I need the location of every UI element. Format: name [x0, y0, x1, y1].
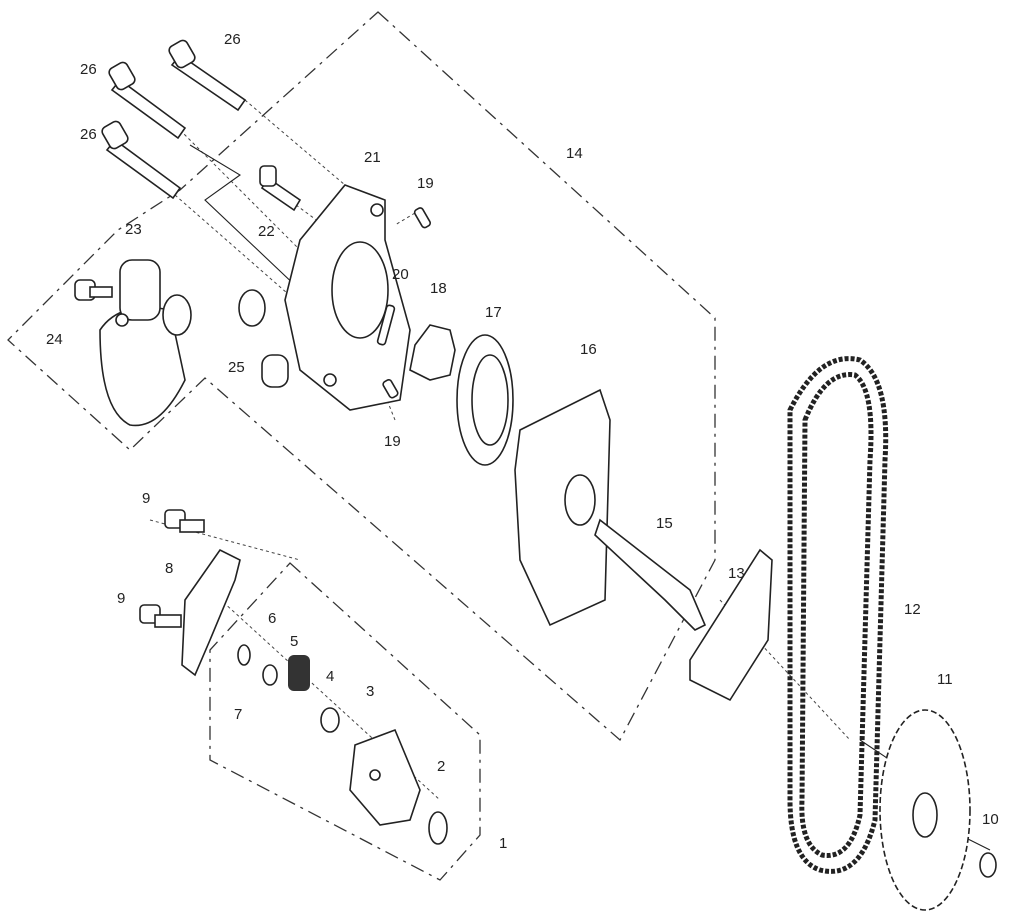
callout-label: 25	[228, 359, 245, 376]
bolt-26	[101, 120, 182, 200]
callout-label: 5	[290, 633, 298, 650]
callout-label: 19	[417, 175, 434, 192]
callout-label: 20	[392, 266, 409, 283]
bolt-9	[164, 509, 205, 533]
callout-label: 14	[566, 145, 583, 162]
relief-valve-3	[349, 728, 421, 826]
callout-label: 10	[982, 811, 999, 828]
plate-13	[689, 548, 773, 702]
oil-strainer-23	[99, 259, 192, 427]
bolt-24	[74, 279, 113, 301]
callout-label: 23	[125, 221, 142, 238]
callout-label: 17	[485, 304, 502, 321]
callout-label: 15	[656, 515, 673, 532]
circlip-7	[237, 644, 251, 666]
callout-label: 26	[80, 61, 97, 78]
outer-rotor-17	[456, 334, 514, 466]
callout-label: 2	[437, 758, 445, 775]
washer-2	[428, 811, 448, 845]
callout-label: 4	[326, 668, 334, 685]
bracket-8	[181, 548, 241, 677]
oring-25	[238, 289, 266, 327]
drive-chain-12	[787, 356, 889, 874]
callout-label: 8	[165, 560, 173, 577]
spring-5	[288, 655, 310, 691]
pump-cover-16	[514, 388, 611, 627]
pin-20	[376, 304, 396, 346]
callout-label: 26	[80, 126, 97, 143]
callout-label: 24	[46, 331, 63, 348]
washer-6	[262, 664, 278, 686]
inner-rotor-18	[409, 324, 456, 381]
pump-body-21	[261, 184, 411, 411]
sprocket-11	[879, 709, 971, 911]
bolt-26	[108, 61, 187, 140]
valve-4	[320, 707, 340, 733]
callout-label: 12	[904, 601, 921, 618]
callout-label: 19	[384, 433, 401, 450]
callout-label: 22	[258, 223, 275, 240]
callout-label: 26	[224, 31, 241, 48]
callout-label: 9	[117, 590, 125, 607]
callout-label: 3	[366, 683, 374, 700]
pin-19	[413, 207, 432, 229]
callout-label: 7	[234, 706, 242, 723]
callout-label: 13	[728, 565, 745, 582]
pin-19	[382, 379, 399, 399]
leader-lines	[149, 99, 851, 801]
callout-label: 18	[430, 280, 447, 297]
callout-label: 6	[268, 610, 276, 627]
bolt-9	[139, 604, 182, 628]
callout-label: 21	[364, 149, 381, 166]
callout-label: 16	[580, 341, 597, 358]
pump-shaft-15	[594, 518, 707, 631]
callout-label: 1	[499, 835, 507, 852]
callout-label: 9	[142, 490, 150, 507]
group-1-outline	[209, 562, 481, 881]
circlip-10	[979, 852, 997, 878]
bolt-22	[259, 165, 302, 212]
bolt-26	[168, 39, 247, 112]
callout-label: 11	[937, 671, 953, 688]
